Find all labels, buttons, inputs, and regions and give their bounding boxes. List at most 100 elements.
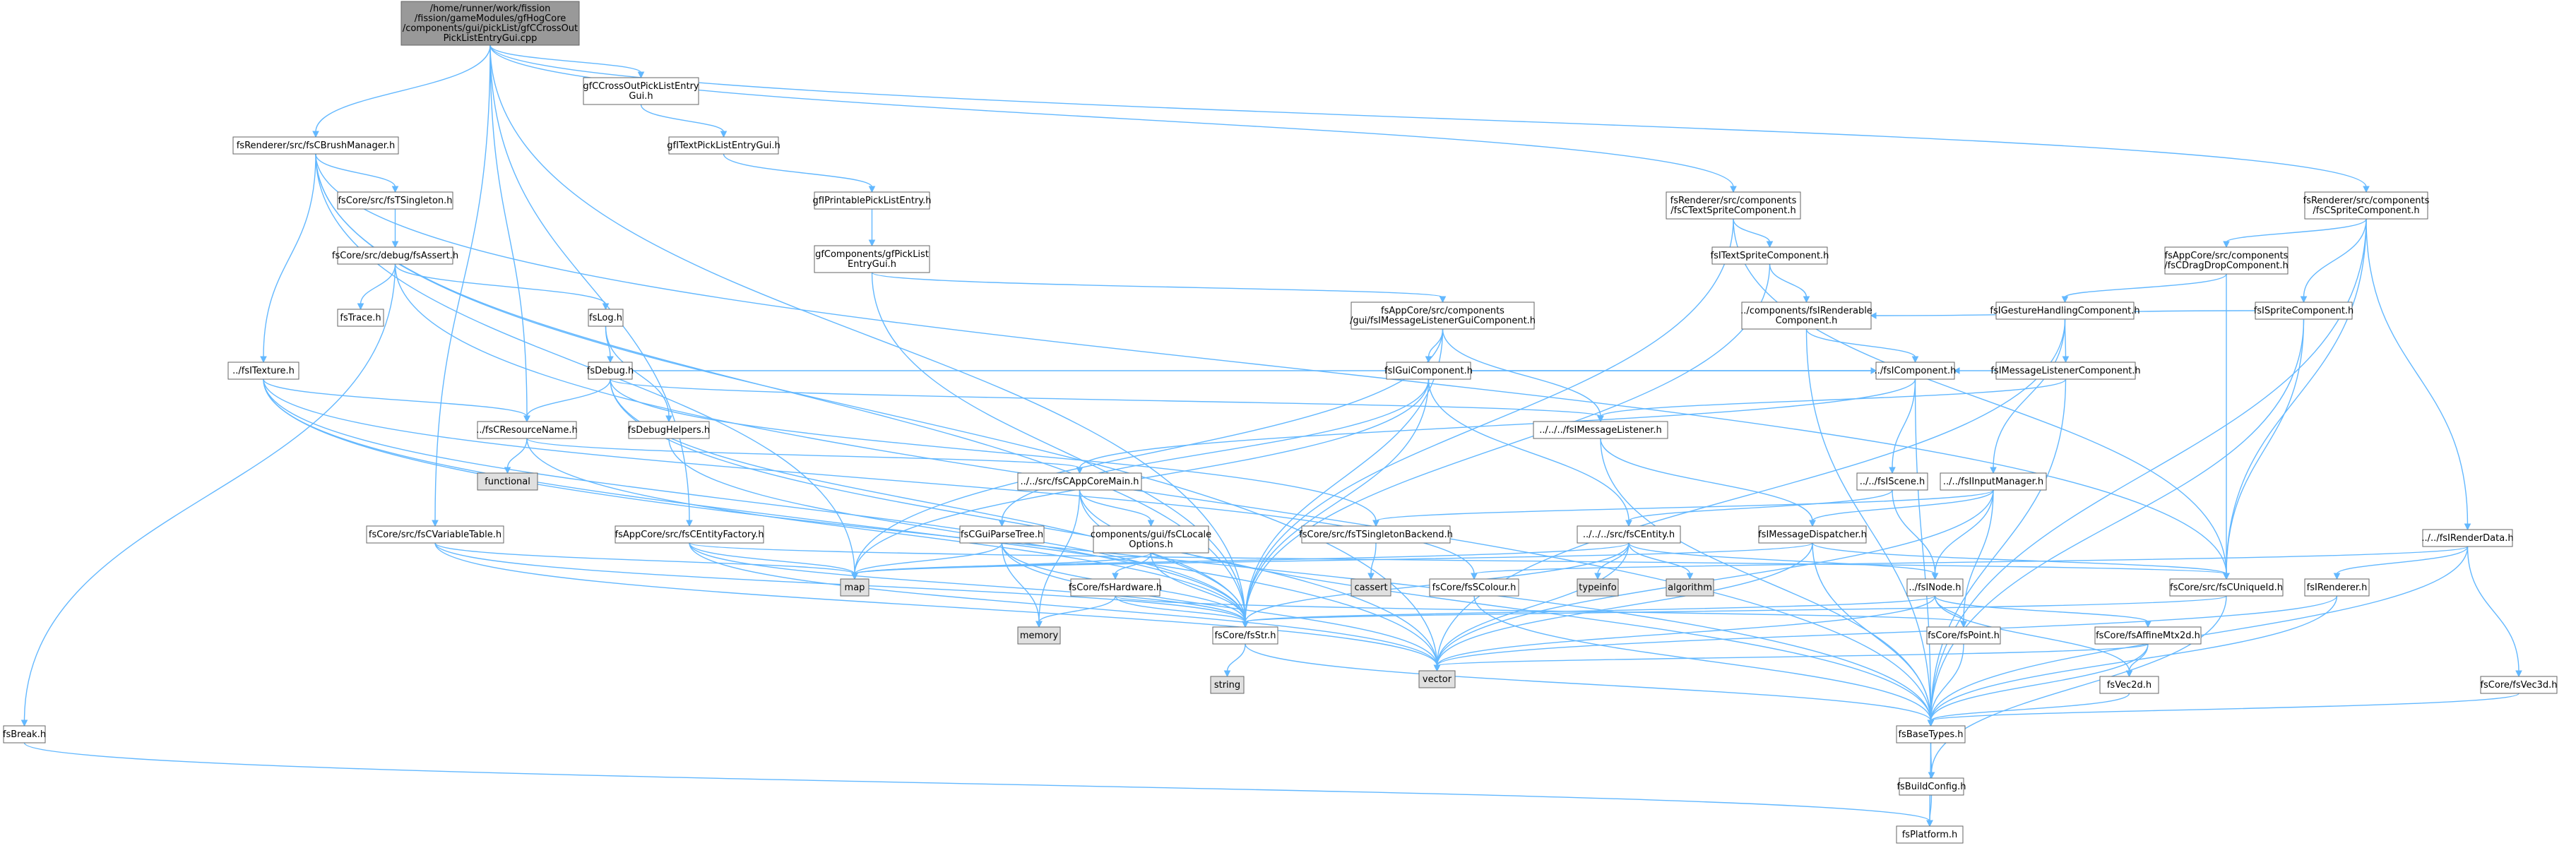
node-resname[interactable]: ../fsCResourceName.h xyxy=(476,421,578,439)
node-buildconfig-box xyxy=(1899,777,1964,796)
node-algorithm[interactable]: algorithm xyxy=(1666,578,1714,597)
node-fshardware-label: fsCore/fsHardware.h xyxy=(1069,583,1162,593)
node-fsdebug[interactable]: fsDebug.h xyxy=(587,362,634,380)
node-irenderer-label: fsIRenderer.h xyxy=(2307,583,2368,593)
edge-gfpicklist-to-msglistenergui xyxy=(871,272,1447,304)
node-fstexture[interactable]: ../fsITexture.h xyxy=(227,362,299,380)
node-typeinfo[interactable]: typeinfo xyxy=(1577,578,1619,597)
node-itextsprite[interactable]: fsITextSpriteComponent.h xyxy=(1711,246,1829,265)
edge-spritecomp-to-isprite xyxy=(2300,218,2367,304)
edge-uniqueid-to-fsstr xyxy=(1242,595,2227,628)
node-component-label: ../fsIComponent.h xyxy=(1875,366,1957,376)
edge-fsassert-to-fsbreak xyxy=(20,263,396,727)
node-msgdispatcher[interactable]: fsIMessageDispatcher.h xyxy=(1758,525,1867,544)
node-fsstr[interactable]: fsCore/fsStr.h xyxy=(1212,626,1278,645)
node-msglistener-box xyxy=(1533,421,1668,439)
edge-renderdata-to-colour xyxy=(1471,546,2469,580)
node-singletonbackend-label: fsCore/src/fsTSingletonBackend.h xyxy=(1299,530,1453,540)
node-uniqueid-label: fsCore/src/fsCUniqueId.h xyxy=(2170,583,2283,593)
node-msglistener-label: ../../../fsIMessageListener.h xyxy=(1539,425,1662,436)
node-fsbreak[interactable]: fsBreak.h xyxy=(3,725,46,744)
edge-textsprite-to-uniqueid xyxy=(1733,218,2230,580)
edge-itextsprite-to-renderable xyxy=(1769,263,1810,304)
node-fstrace[interactable]: fsTrace.h xyxy=(337,309,384,327)
node-fshardware[interactable]: fsCore/fsHardware.h xyxy=(1069,578,1162,597)
node-textpick[interactable]: gfITextPickListEntryGui.h xyxy=(667,136,780,155)
node-varitable[interactable]: fsCore/src/fsCVariableTable.h xyxy=(366,525,504,544)
node-iscene-box xyxy=(1856,472,1928,491)
node-centity[interactable]: ../../../src/fsCEntity.h xyxy=(1577,525,1681,544)
node-entityfactory-box xyxy=(615,525,764,544)
node-isprite[interactable]: fsISpriteComponent.h xyxy=(2254,301,2354,320)
edge-fsassert-to-fstrace xyxy=(357,263,396,311)
node-cassert[interactable]: cassert xyxy=(1351,578,1391,597)
node-uniqueid[interactable]: fsCore/src/fsCUniqueId.h xyxy=(2169,578,2284,597)
node-guicomp[interactable]: fsIGuiComponent.h xyxy=(1384,362,1473,380)
node-irenderer[interactable]: fsIRenderer.h xyxy=(2304,578,2370,597)
node-basetypes[interactable]: fsBaseTypes.h xyxy=(1896,725,1966,744)
node-gesture-label: fsIGestureHandlingComponent.h xyxy=(1990,306,2139,316)
node-map-box xyxy=(840,578,869,597)
node-colour[interactable]: fsCore/fsSColour.h xyxy=(1429,578,1519,597)
node-dragdrop[interactable]: fsAppCore/src/components/fsCDragDropComp… xyxy=(2164,246,2289,275)
edge-inputmgr-to-point xyxy=(1960,489,1994,628)
node-vector[interactable]: vector xyxy=(1418,670,1456,688)
node-crossout-label: Gui.h xyxy=(629,91,653,102)
node-gfpicklist-label: gfComponents/gfPickList xyxy=(815,249,929,260)
node-renderdata[interactable]: ../../fsIRenderData.h xyxy=(2421,529,2514,547)
node-msglistener[interactable]: ../../../fsIMessageListener.h xyxy=(1533,421,1668,439)
node-printable[interactable]: gfIPrintablePickListEntry.h xyxy=(812,191,932,210)
node-buildconfig-label: fsBuildConfig.h xyxy=(1897,782,1966,792)
node-singletonbackend[interactable]: fsCore/src/fsTSingletonBackend.h xyxy=(1299,525,1453,544)
node-dragdrop-label: fsAppCore/src/components xyxy=(2165,251,2289,261)
node-platform-label: fsPlatform.h xyxy=(1902,830,1958,840)
node-fsassert-label: fsCore/src/debug/fsAssert.h xyxy=(332,251,458,261)
node-dragdrop-label: /fsCDragDropComponent.h xyxy=(2164,261,2289,271)
node-msglistenercomp[interactable]: fsIMessageListenerComponent.h xyxy=(1990,362,2141,380)
node-guiparsetree[interactable]: fsCGuiParseTree.h xyxy=(959,525,1045,544)
node-fstrace-label: fsTrace.h xyxy=(340,313,381,323)
node-memory[interactable]: memory xyxy=(1017,626,1061,645)
node-fsdebug-label: fsDebug.h xyxy=(587,366,634,376)
node-vec2d[interactable]: fsVec2d.h xyxy=(2099,676,2159,694)
node-irenderer-box xyxy=(2304,578,2370,597)
node-string[interactable]: string xyxy=(1210,676,1245,694)
node-memory-label: memory xyxy=(1020,631,1059,641)
node-msglistenergui[interactable]: fsAppCore/src/components/gui/fsIMessageL… xyxy=(1350,301,1536,330)
node-textsprite-label: /fsCTextSpriteComponent.h xyxy=(1670,205,1796,216)
node-vec3d[interactable]: fsCore/fsVec3d.h xyxy=(2480,676,2558,694)
node-map[interactable]: map xyxy=(840,578,869,597)
node-platform[interactable]: fsPlatform.h xyxy=(1896,825,1964,844)
node-affine[interactable]: fsCore/fsAffineMtx2d.h xyxy=(2094,626,2202,645)
node-textpick-label: gfITextPickListEntryGui.h xyxy=(667,141,780,151)
node-tsingleton[interactable]: fsCore/src/fsTSingleton.h xyxy=(337,191,453,210)
node-fslog[interactable]: fsLog.h xyxy=(588,309,624,327)
node-appcoremain[interactable]: ../../src/fsCAppCoreMain.h xyxy=(1017,472,1142,491)
node-buildconfig[interactable]: fsBuildConfig.h xyxy=(1897,777,1966,796)
node-fsdebughelpers[interactable]: fsDebugHelpers.h xyxy=(628,421,710,439)
node-iscene-label: ../../fsIScene.h xyxy=(1860,477,1925,487)
node-inputmgr[interactable]: ../../fsIInputManager.h xyxy=(1940,472,2047,491)
node-textsprite[interactable]: fsRenderer/src/components/fsCTextSpriteC… xyxy=(1666,191,1801,220)
edge-centity-to-inode xyxy=(1628,542,1939,580)
node-guicomp-label: fsIGuiComponent.h xyxy=(1384,366,1473,376)
node-inode[interactable]: ../fsINode.h xyxy=(1906,578,1964,597)
node-spritecomp[interactable]: fsRenderer/src/components/fsCSpriteCompo… xyxy=(2303,191,2430,220)
node-entityfactory[interactable]: fsAppCore/src/fsCEntityFactory.h xyxy=(615,525,764,544)
node-functional[interactable]: functional xyxy=(477,472,538,491)
node-point[interactable]: fsCore/fsPoint.h xyxy=(1926,626,2001,645)
node-gesture[interactable]: fsIGestureHandlingComponent.h xyxy=(1990,301,2140,320)
node-fsassert[interactable]: fsCore/src/debug/fsAssert.h xyxy=(332,246,458,265)
node-fshardware-box xyxy=(1070,578,1161,597)
node-fstrace-box xyxy=(337,309,384,327)
node-msglistenergui-label: fsAppCore/src/components xyxy=(1381,306,1504,316)
node-component[interactable]: ../fsIComponent.h xyxy=(1875,362,1957,380)
edge-brushmgr-to-fstexture xyxy=(260,153,316,364)
node-brushmgr[interactable]: fsRenderer/src/fsCBrushManager.h xyxy=(232,136,399,155)
node-root[interactable]: /home/runner/work/fission/fission/gameMo… xyxy=(400,1,580,46)
node-iscene[interactable]: ../../fsIScene.h xyxy=(1856,472,1928,491)
